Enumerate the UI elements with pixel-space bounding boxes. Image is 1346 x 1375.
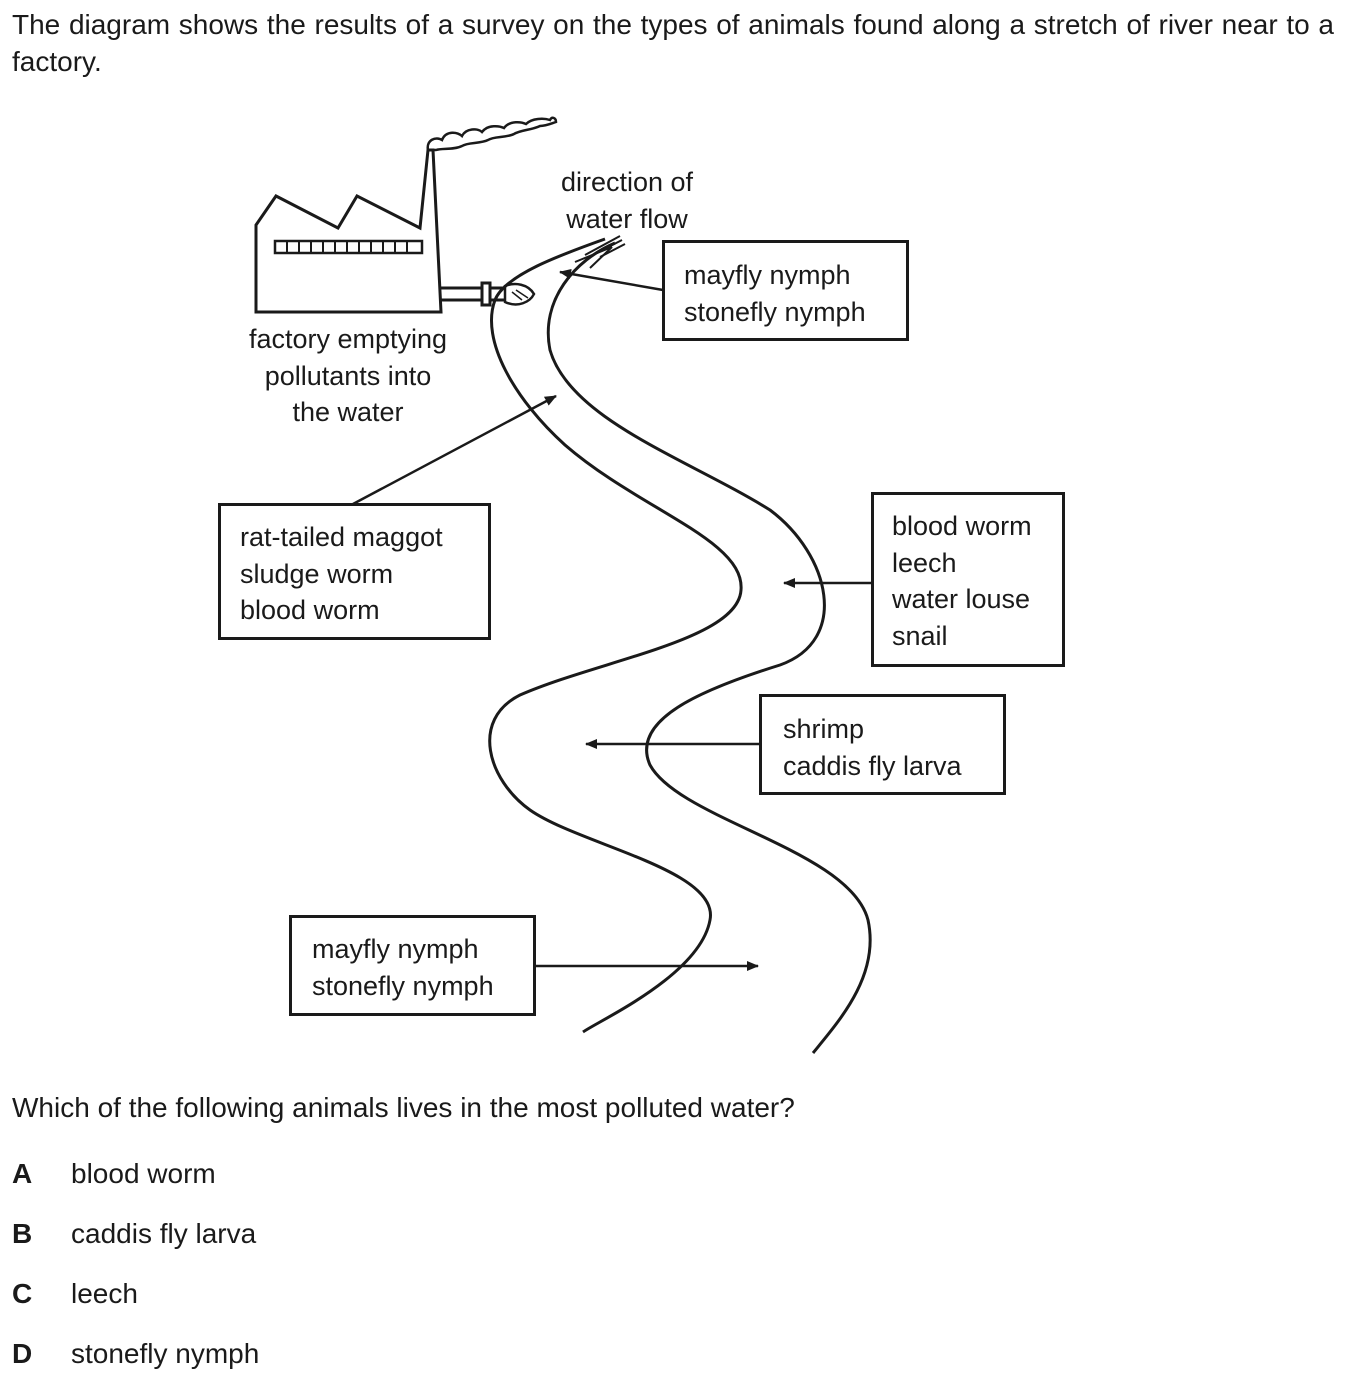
river-left-bank <box>488 237 743 1034</box>
arrow-upstream <box>559 268 664 292</box>
pipe-flange <box>480 281 492 307</box>
box-downstream: mayfly nymph stonefly nymph <box>289 915 536 1016</box>
factory-label: factory emptying pollutants into the wat… <box>248 324 448 427</box>
window-dividers <box>286 241 408 253</box>
option-c[interactable]: C leech <box>12 1274 412 1314</box>
option-text: leech <box>71 1278 138 1309</box>
option-letter: B <box>12 1218 33 1249</box>
smoke <box>426 116 558 152</box>
option-a[interactable]: A blood worm <box>12 1154 412 1194</box>
box-outflow: rat-tailed maggot sludge worm blood worm <box>218 503 491 640</box>
outfall <box>503 282 536 306</box>
river-right-bank <box>546 241 872 1054</box>
option-letter: D <box>12 1338 33 1369</box>
question-text: Which of the following animals lives in … <box>12 1092 795 1123</box>
arrow-outflow <box>352 394 557 506</box>
option-b[interactable]: B caddis fly larva <box>12 1214 412 1254</box>
option-letter: A <box>12 1158 33 1189</box>
intro-text: The diagram shows the results of a surve… <box>12 9 1334 77</box>
box-middle: blood worm leech water louse snail <box>871 492 1065 667</box>
factory <box>254 116 558 314</box>
flow-label: direction of water flow <box>560 167 694 234</box>
factory-building <box>254 148 443 314</box>
factory-windows <box>273 239 424 255</box>
option-letter: C <box>12 1278 33 1309</box>
box-lower: shrimp caddis fly larva <box>759 694 1006 795</box>
box-upstream: mayfly nymph stonefly nymph <box>662 240 909 341</box>
flow-arrow <box>574 235 626 269</box>
option-text: stonefly nymph <box>71 1338 260 1369</box>
option-text: blood worm <box>71 1158 216 1189</box>
option-d[interactable]: D stonefly nymph <box>12 1334 412 1374</box>
option-text: caddis fly larva <box>71 1218 257 1249</box>
